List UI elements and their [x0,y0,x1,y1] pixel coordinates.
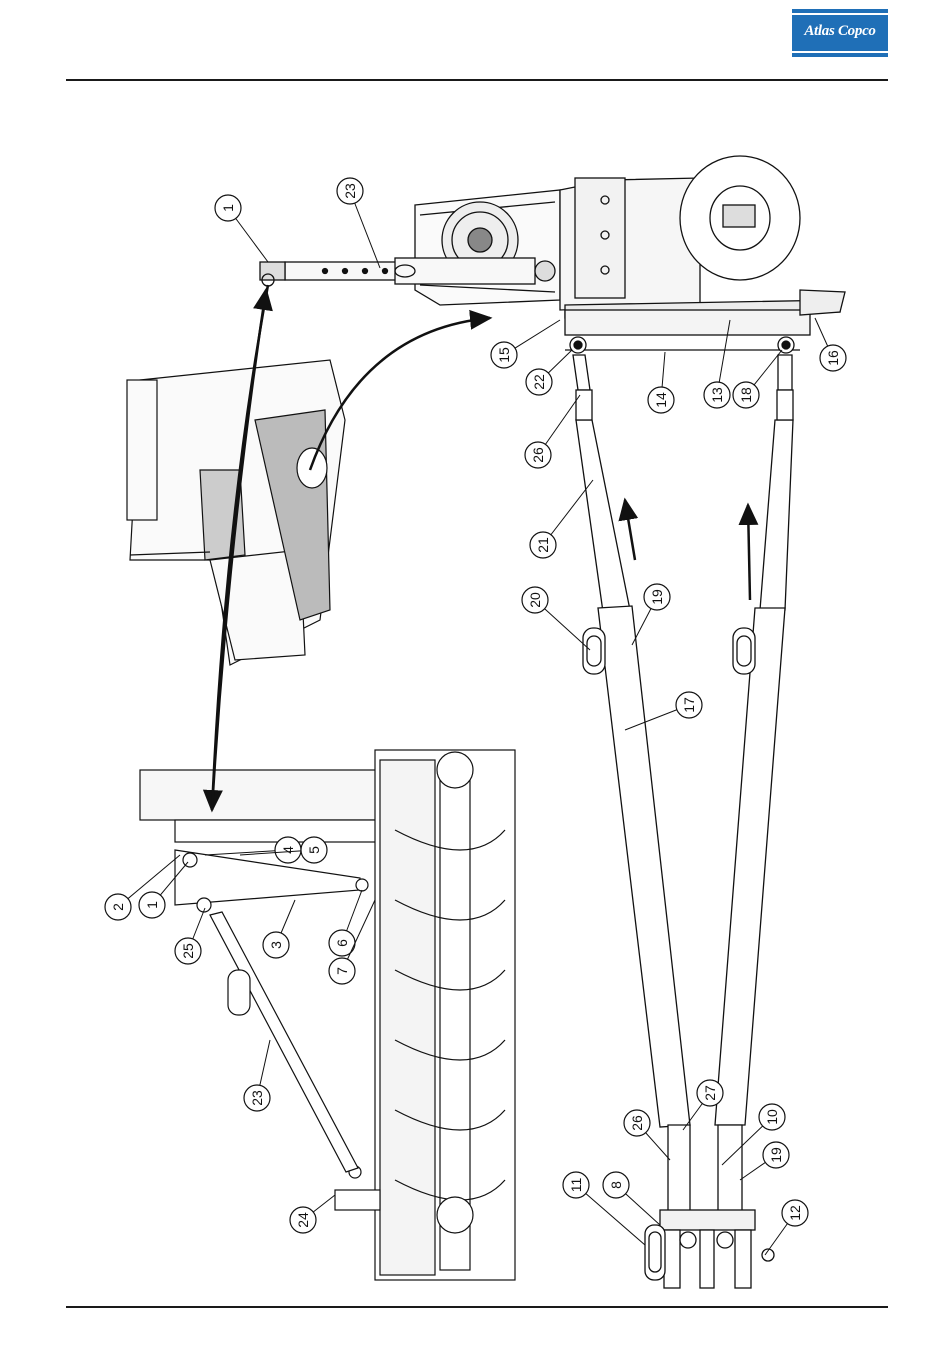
callout-23: 23 [244,1040,270,1111]
callout-1: 1 [215,195,268,262]
callout-number: 16 [825,350,841,366]
callout-number: 19 [649,589,665,605]
callout-22: 22 [526,350,572,395]
callout-number: 25 [180,943,196,959]
callout-21: 21 [530,480,593,558]
callout-number: 15 [496,347,512,363]
callout-3: 3 [263,900,295,958]
callout-8: 8 [603,1172,660,1225]
callout-number: 23 [342,183,358,199]
arrow-direction-left [625,500,635,560]
callout-number: 13 [709,387,725,403]
callout-18: 18 [733,350,782,408]
callout-number: 26 [530,447,546,463]
callout-12: 12 [765,1200,808,1255]
callout-number: 18 [738,387,754,403]
callout-16: 16 [815,318,846,371]
callout-23: 23 [337,178,380,268]
callout-15: 15 [491,320,560,368]
callout-14: 14 [648,352,674,413]
callout-number: 17 [681,697,697,713]
callout-number: 1 [220,204,236,212]
callout-number: 19 [768,1147,784,1163]
callout-number: 22 [531,374,547,390]
callout-number: 23 [249,1090,265,1106]
callout-number: 27 [702,1085,718,1101]
callout-number: 11 [568,1178,584,1193]
callout-6: 6 [329,890,362,956]
callout-number: 4 [280,846,296,854]
callout-19: 19 [632,584,670,645]
tow-bar-drawing [565,337,800,1288]
callout-number: 7 [334,967,350,975]
callout-number: 10 [764,1109,780,1125]
callout-number: 5 [306,846,322,854]
callout-number: 2 [110,903,126,911]
callout-26: 26 [525,395,580,468]
callout-number: 26 [629,1115,645,1131]
callout-20: 20 [522,587,590,650]
callout-number: 6 [334,939,350,947]
callout-number: 8 [608,1181,624,1189]
callout-number: 12 [787,1205,803,1221]
callout-19: 19 [740,1142,789,1180]
callout-number: 20 [527,592,543,608]
callout-number: 1 [144,901,160,909]
callout-number: 3 [268,941,284,949]
callout-number: 21 [535,537,551,553]
callout-number: 24 [295,1212,311,1228]
callout-25: 25 [175,908,205,964]
arrow-direction-right [748,505,750,600]
callout-24: 24 [290,1195,335,1233]
callout-number: 14 [653,392,669,408]
